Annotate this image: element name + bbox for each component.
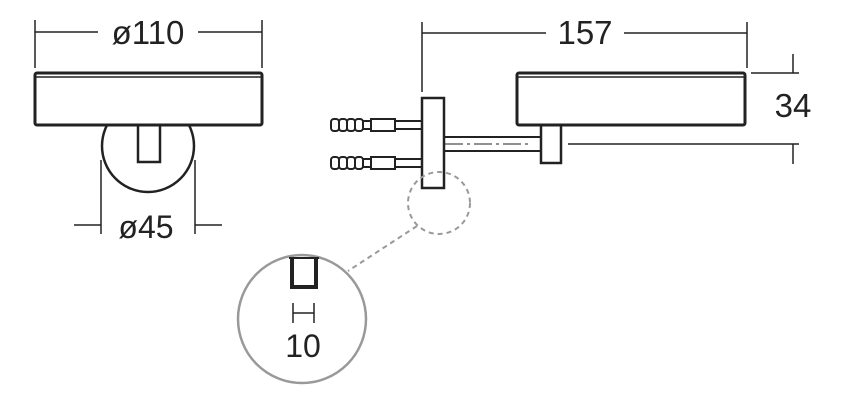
detail-groove — [290, 258, 318, 289]
dim-depth — [421, 22, 748, 92]
side-rosette — [420, 96, 446, 190]
detail-callout: 10 — [236, 171, 471, 385]
detail-marker-circle — [407, 171, 471, 235]
dim-rosette-diameter — [74, 160, 222, 234]
label-rosette-thickness: 10 — [285, 328, 321, 364]
front-plate — [33, 71, 264, 127]
detail-magnified-circle — [236, 253, 368, 385]
wall-plug-lower — [330, 156, 422, 170]
side-holder-bracket — [539, 123, 563, 165]
detail-leader-line — [347, 225, 418, 272]
side-plate — [515, 71, 747, 127]
label-plate-diameter: ø110 — [112, 14, 185, 51]
label-height: 34 — [775, 87, 812, 124]
label-depth: 157 — [557, 14, 612, 51]
front-view — [33, 71, 264, 194]
label-rosette-diameter: ø45 — [118, 209, 173, 245]
dim-height — [568, 54, 799, 164]
detail-dim-marker — [292, 303, 315, 323]
side-view — [330, 71, 747, 190]
dim-plate-diameter — [34, 20, 263, 68]
wall-plug-upper — [330, 118, 422, 132]
side-arm — [444, 136, 550, 152]
